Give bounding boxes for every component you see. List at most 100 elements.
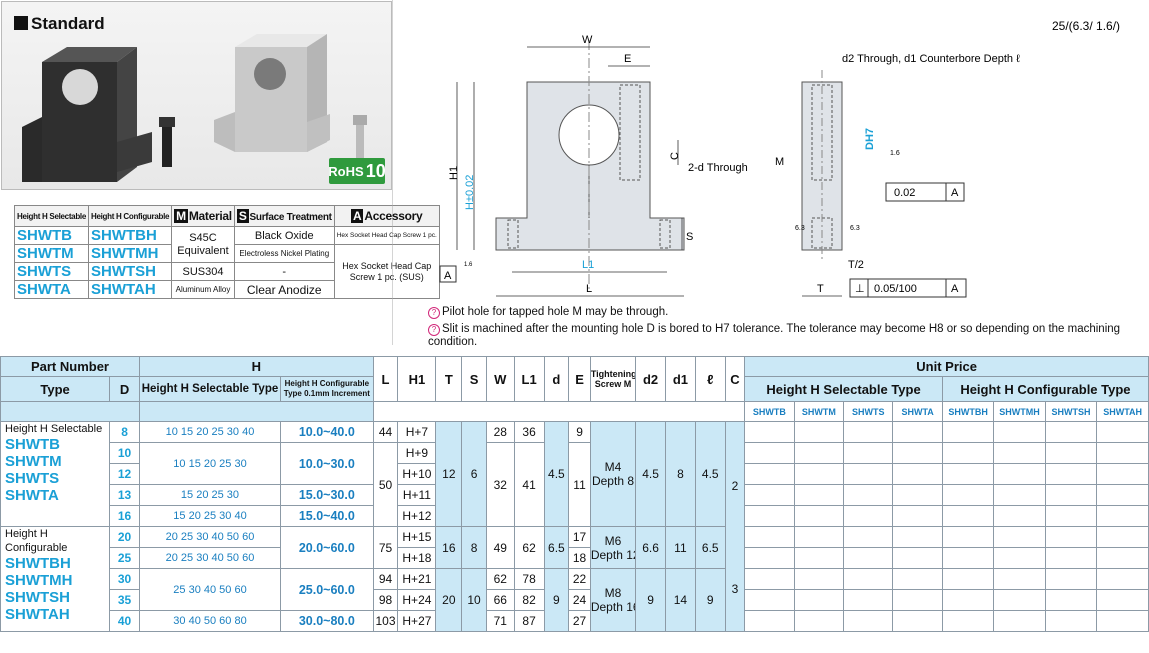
price-code: SHWTAH bbox=[1096, 401, 1149, 422]
hdr-C: C bbox=[724, 356, 746, 402]
price-code: SHWTMH bbox=[993, 401, 1046, 422]
table-row: 16 15 20 25 30 40 15.0~40.0 H+12 bbox=[1, 505, 1149, 527]
type-selectable: Height H Selectable SHWTB SHWTM SHWTS SH… bbox=[0, 421, 111, 527]
hdr-E: E bbox=[568, 356, 591, 402]
perpendicularity-datum: A bbox=[951, 283, 959, 295]
hdr-unit-price: Unit Price bbox=[744, 356, 1149, 377]
front-dims bbox=[456, 46, 684, 297]
hdr-L: L bbox=[372, 356, 399, 402]
hdr-part-number: Part Number bbox=[0, 356, 140, 377]
note-1: ?Pilot hole for tapped hole M may be thr… bbox=[428, 306, 668, 319]
product-photo-panel bbox=[1, 1, 392, 190]
mat-type-sel: SHWTM bbox=[14, 244, 89, 263]
hdr-l: ℓ bbox=[694, 356, 726, 402]
mat-type-conf: SHWTMH bbox=[87, 244, 173, 263]
mat-type-sel: SHWTS bbox=[14, 262, 89, 281]
dim-H1: H1 bbox=[448, 166, 460, 180]
label-2-d-through: 2-d Through bbox=[688, 162, 748, 174]
hdr-S: S bbox=[461, 356, 487, 402]
mat-surface: - bbox=[233, 262, 335, 281]
table-row: 40 30 40 50 60 80 30.0~80.0 103 H+27 71 … bbox=[1, 610, 1149, 632]
datum-A: A bbox=[444, 270, 452, 282]
table-row: 12 H+10 bbox=[1, 463, 1149, 485]
dim-L: L bbox=[586, 283, 592, 295]
roughness-side-b: 6.3 bbox=[850, 225, 860, 232]
perp-symbol: ⊥ bbox=[855, 283, 865, 295]
mat-material: S45C Equivalent bbox=[171, 226, 235, 263]
label-M: M bbox=[775, 156, 784, 168]
perpendicularity-value: 0.05/100 bbox=[874, 283, 917, 295]
standard-title: Standard bbox=[14, 14, 105, 34]
table-row: Height H Configurable SHWTBH SHWTMH SHWT… bbox=[0, 526, 1149, 632]
mat-material: SUS304 bbox=[171, 262, 235, 281]
side-view bbox=[801, 70, 843, 260]
price-code: SHWTA bbox=[892, 401, 943, 422]
table-row: 25 20 25 30 40 50 60 H+18 18 bbox=[1, 547, 1149, 569]
surface-roughness-spec: 25/(6.3/ 1.6/) bbox=[1052, 19, 1120, 33]
mat-type-conf: SHWTAH bbox=[87, 280, 173, 299]
type-configurable: Height H Configurable SHWTBH SHWTMH SHWT… bbox=[0, 526, 111, 632]
price-code: SHWTS bbox=[843, 401, 894, 422]
mat-material: Aluminum Alloy bbox=[171, 280, 235, 299]
hdr-T: T bbox=[435, 356, 463, 402]
product-photo bbox=[22, 34, 367, 182]
hdr-d: d bbox=[543, 356, 570, 402]
dim-H: H±0.02 bbox=[464, 175, 476, 210]
price-code: SHWTB bbox=[744, 401, 795, 422]
mat-type-sel: SHWTA bbox=[14, 280, 89, 299]
hdr-type: Type bbox=[0, 376, 111, 402]
mat-header-selectable: Height H Selectable bbox=[14, 205, 89, 227]
mat-surface: Black Oxide bbox=[233, 226, 335, 245]
flatness-value: 0.02 bbox=[894, 187, 915, 199]
hdr-H1: H1 bbox=[397, 356, 437, 402]
price-code: SHWTBH bbox=[941, 401, 995, 422]
dim-S: S bbox=[686, 231, 693, 243]
hdr-W: W bbox=[485, 356, 515, 402]
hdr-price-selectable: Height H Selectable Type bbox=[744, 376, 943, 402]
mat-surface: Clear Anodize bbox=[233, 280, 335, 299]
table-row: Height H Selectable SHWTB SHWTM SHWTS SH… bbox=[0, 421, 1149, 632]
dim-L1: L1 bbox=[582, 259, 594, 271]
price-code: SHWTM bbox=[793, 401, 845, 422]
mount-hole-right bbox=[659, 219, 671, 249]
front-view-body bbox=[495, 81, 685, 251]
technical-drawing: W E C H1 H±0.02 L1 L S 2-d Through A 1.6… bbox=[392, 0, 1120, 345]
table-row: 35 98 H+24 66 82 24 bbox=[1, 589, 1149, 611]
dim-E: E bbox=[624, 53, 631, 65]
flatness-datum: A bbox=[951, 187, 959, 199]
hdr-D: D bbox=[109, 376, 140, 402]
spec-table: Part Number H L H1 T S W L1 d E Tighteni… bbox=[0, 356, 1149, 632]
hdr-d2: d2 bbox=[635, 356, 666, 402]
roughness-side-c: 1.6 bbox=[890, 150, 900, 157]
hdr-tightening-screw: Tightening Screw M bbox=[589, 356, 637, 402]
mat-type-sel: SHWTB bbox=[14, 226, 89, 245]
dim-T2: T/2 bbox=[848, 259, 864, 271]
hdr-price-configurable: Height H Configurable Type bbox=[941, 376, 1149, 402]
mat-type-conf: SHWTSH bbox=[87, 262, 173, 281]
mat-header-configurable: Height H Configurable bbox=[87, 205, 173, 227]
note-2: ?Slit is machined after the mounting hol… bbox=[428, 323, 1121, 348]
table-row: 10 10 15 20 25 30 10.0~30.0 50 H+9 32 41… bbox=[1, 442, 1149, 527]
mount-hole-left bbox=[507, 219, 519, 249]
material-table: Height H Selectable Height H Configurabl… bbox=[14, 205, 440, 299]
label-DH7: DH7 bbox=[864, 128, 876, 150]
tap-hole bbox=[619, 84, 641, 181]
dim-C: C bbox=[669, 152, 681, 160]
hdr-H: H bbox=[138, 356, 374, 377]
hdr-L1: L1 bbox=[513, 356, 545, 402]
table-row: 30 25 30 40 50 60 25.0~60.0 94 H+21 20 1… bbox=[1, 568, 1149, 632]
dim-T: T bbox=[817, 283, 824, 295]
roughness-side-a: 6.3 bbox=[795, 225, 805, 232]
mat-accessory: Hex Socket Head Cap Screw 1 pc. (SUS) bbox=[333, 244, 440, 299]
label-counterbore: d2 Through, d1 Counterbore Depth ℓ bbox=[842, 53, 1020, 65]
hdr-H-selectable: Height H Selectable Type bbox=[138, 376, 282, 402]
price-code: SHWTSH bbox=[1044, 401, 1098, 422]
mat-type-conf: SHWTBH bbox=[87, 226, 173, 245]
mat-surface: Electroless Nickel Plating bbox=[233, 244, 335, 263]
roughness-front: 1.6 bbox=[464, 262, 473, 268]
dim-W: W bbox=[582, 34, 593, 46]
